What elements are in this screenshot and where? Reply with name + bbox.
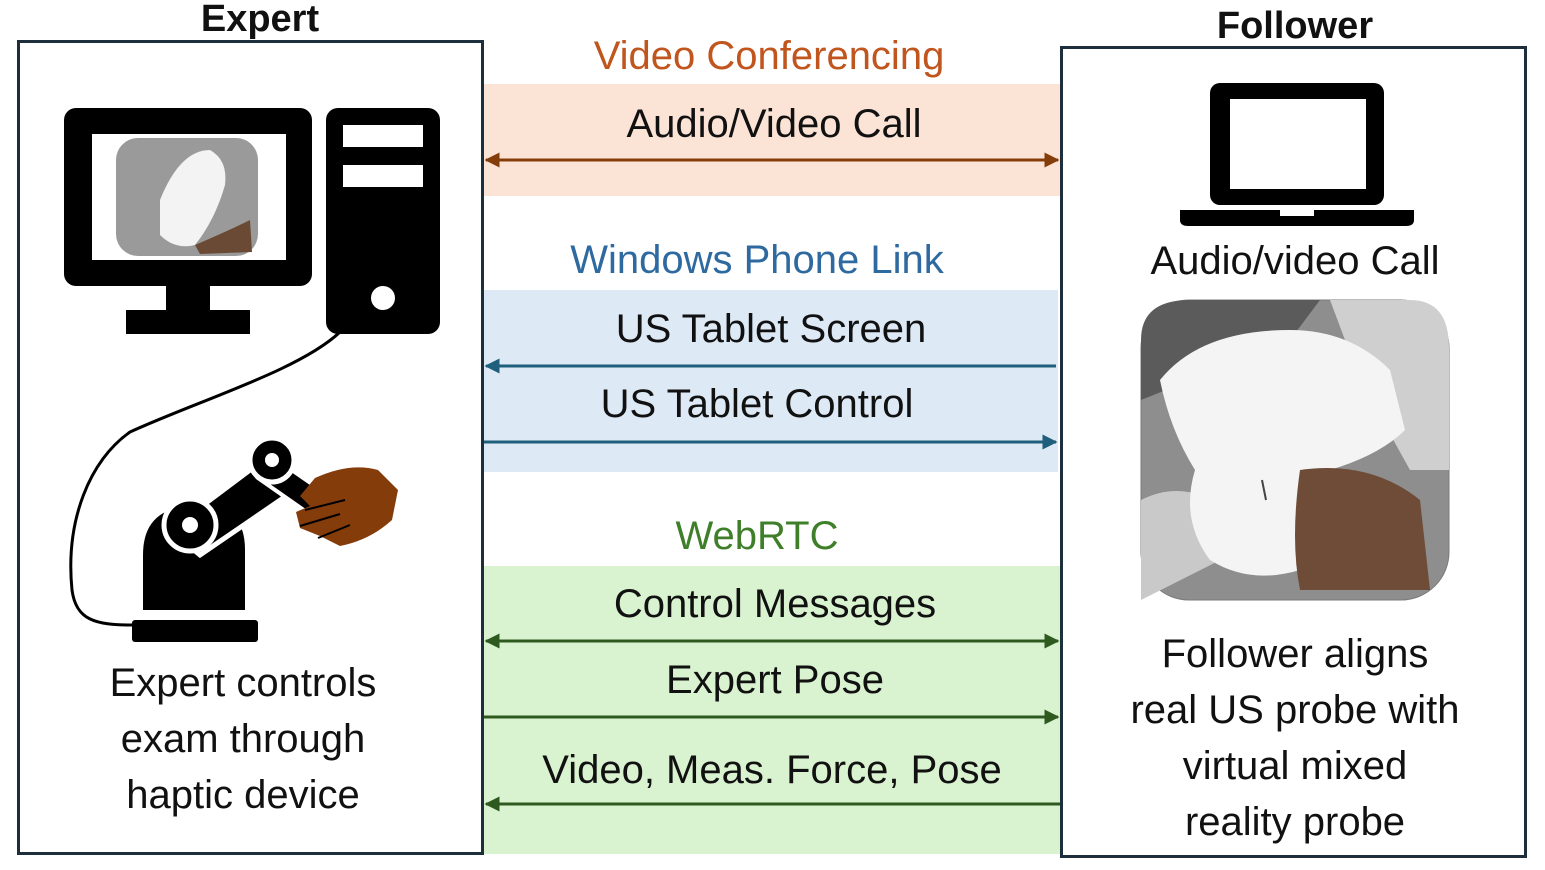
expert-panel bbox=[17, 40, 484, 855]
link-label-video-force-pose: Video, Meas. Force, Pose bbox=[542, 748, 1002, 792]
expert-title: Expert bbox=[200, 0, 320, 40]
hand-icon bbox=[296, 467, 398, 546]
follower-title: Follower bbox=[1216, 5, 1374, 47]
expert-caption-line-1: Expert controls bbox=[109, 661, 377, 705]
follower-caption: Follower aligns real US probe with virtu… bbox=[1070, 626, 1520, 850]
webrtc-heading: WebRTC bbox=[675, 514, 839, 558]
link-label-audio-video-call: Audio/Video Call bbox=[626, 102, 922, 146]
video-conferencing-band bbox=[484, 84, 1060, 196]
link-label-us-tablet-control: US Tablet Control bbox=[600, 382, 914, 426]
link-label-expert-pose: Expert Pose bbox=[666, 658, 884, 702]
follower-caption-line-3: virtual mixed bbox=[1182, 744, 1408, 788]
follower-caption-line-1: Follower aligns bbox=[1161, 632, 1429, 676]
phone-link-heading: Windows Phone Link bbox=[570, 238, 944, 282]
haptic-robot-arm-icon bbox=[132, 435, 338, 642]
link-label-control-messages: Control Messages bbox=[613, 582, 937, 626]
follower-panel bbox=[1060, 46, 1527, 858]
follower-call-label: Audio/video Call bbox=[1150, 239, 1440, 283]
expert-caption-line-3: haptic device bbox=[126, 773, 360, 817]
expert-caption: Expert controls exam through haptic devi… bbox=[30, 655, 456, 823]
cable bbox=[69, 330, 342, 627]
monitor-probe-thumbnail bbox=[116, 138, 258, 256]
link-label-us-tablet-screen: US Tablet Screen bbox=[615, 307, 927, 351]
follower-caption-line-2: real US probe with bbox=[1130, 688, 1460, 732]
laptop-icon bbox=[1180, 83, 1414, 226]
expert-caption-line-2: exam through bbox=[120, 717, 366, 761]
follower-caption-line-4: reality probe bbox=[1184, 800, 1406, 844]
webrtc-band bbox=[484, 566, 1060, 854]
ultrasound-probe-photo bbox=[1140, 299, 1450, 601]
video-conferencing-heading: Video Conferencing bbox=[593, 34, 945, 78]
